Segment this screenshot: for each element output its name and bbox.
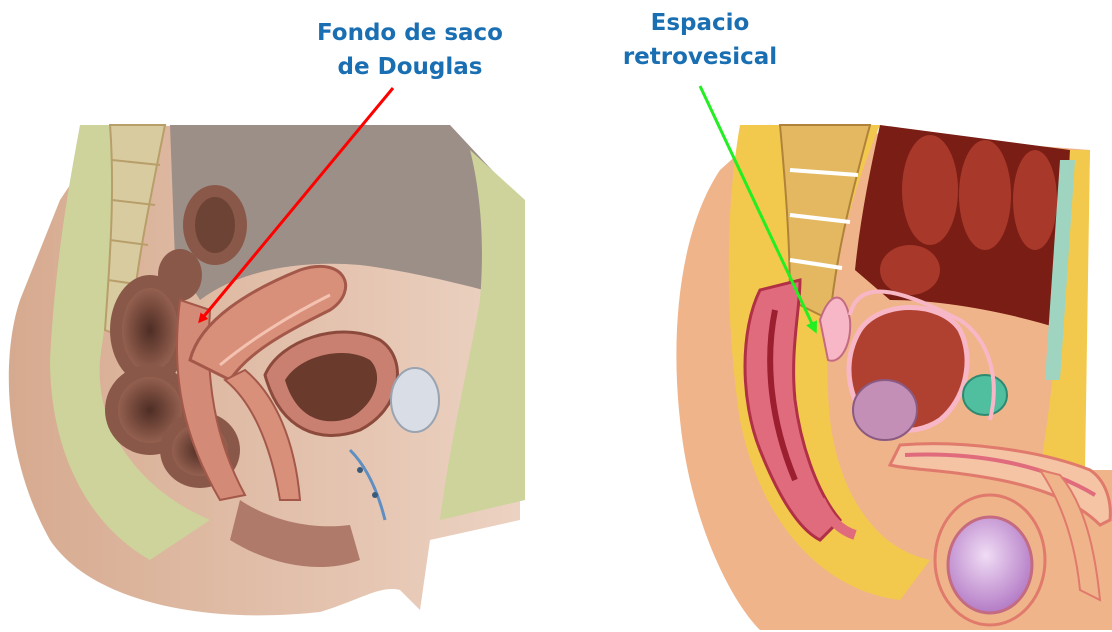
- label-douglas-line1: Fondo de saco: [300, 16, 520, 50]
- male-pubic-bone: [963, 375, 1007, 415]
- female-pubic-bone: [391, 368, 439, 432]
- label-retro-line1: Espacio: [600, 6, 800, 40]
- label-douglas-line2: de Douglas: [300, 50, 520, 84]
- male-pelvis-illustration: [676, 125, 1112, 630]
- female-pelvis-illustration: [9, 125, 525, 615]
- label-espacio-retrovesical: Espacio retrovesical: [600, 6, 800, 74]
- label-retro-line2: retrovesical: [600, 40, 800, 74]
- label-fondo-de-saco-de-douglas: Fondo de saco de Douglas: [300, 16, 520, 84]
- male-testis: [948, 517, 1032, 613]
- male-prostate: [853, 380, 917, 440]
